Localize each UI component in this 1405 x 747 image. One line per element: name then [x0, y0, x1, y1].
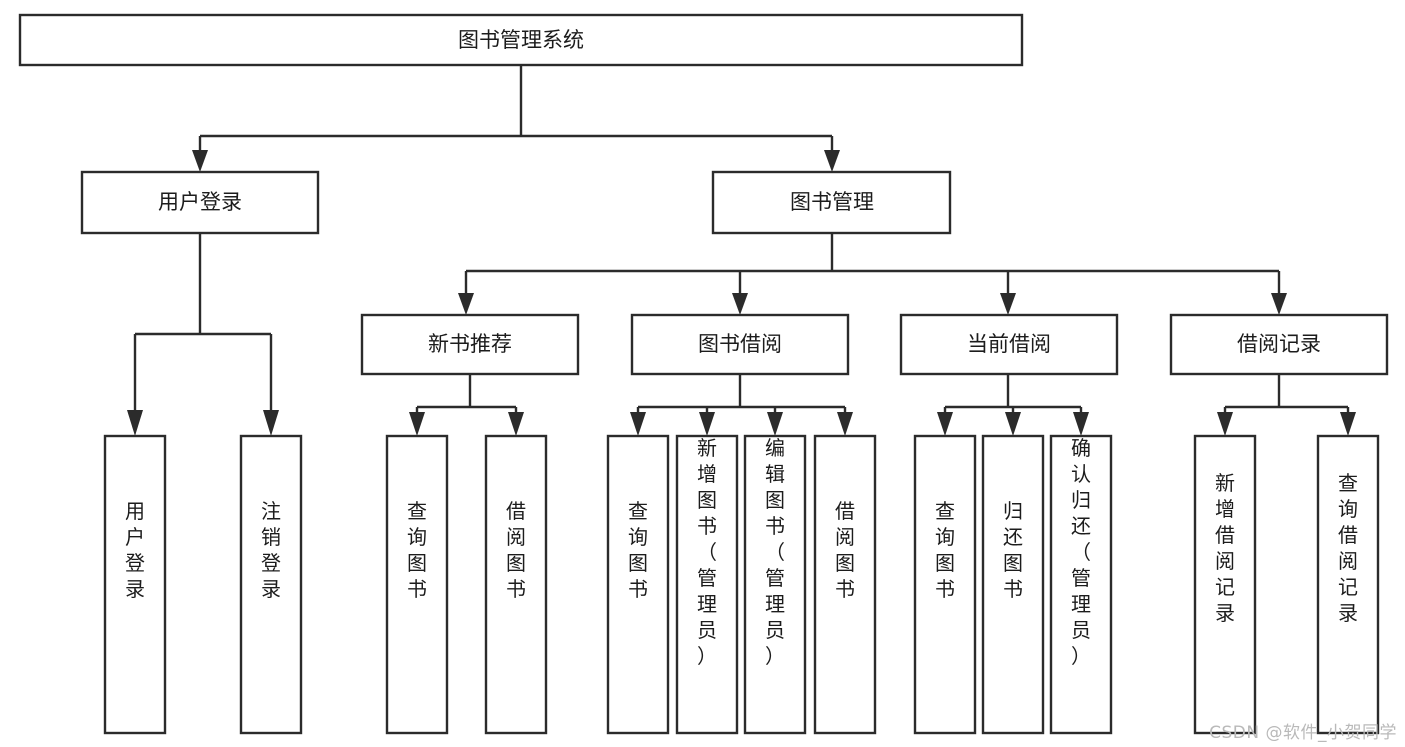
leaf-borrow-record-query[interactable]: 查询借阅记录: [1316, 434, 1380, 735]
leaf-new-book-query[interactable]: 查询图书: [385, 434, 449, 735]
leaf-book-borrow-add-label: 新增图书（管理员）: [697, 436, 717, 668]
leaf-current-borrow-query-label: 查询图书: [935, 499, 955, 601]
leaf-user-login-login[interactable]: 用户登录: [103, 434, 167, 735]
connector-borrowrecord-to-leaves: [1217, 374, 1356, 436]
leaf-book-borrow-borrow[interactable]: 借阅图书: [813, 434, 877, 735]
leaf-book-borrow-edit[interactable]: 编辑图书（管理员）: [743, 434, 807, 735]
leaf-current-borrow-return-label: 归还图书: [1003, 499, 1023, 601]
connector-bookmgmt-to-level3: [458, 233, 1287, 315]
node-borrow-record-label: 借阅记录: [1237, 332, 1321, 356]
node-borrow-record[interactable]: 借阅记录: [1169, 313, 1389, 376]
leaf-user-login-logout[interactable]: 注销登录: [239, 434, 303, 735]
leaf-book-borrow-borrow-label: 借阅图书: [835, 499, 855, 601]
node-root[interactable]: 图书管理系统: [18, 13, 1024, 67]
leaf-book-borrow-edit-label: 编辑图书（管理员）: [765, 436, 785, 668]
connector-bookborrow-to-leaves: [630, 374, 853, 436]
leaf-new-book-borrow-label: 借阅图书: [506, 499, 526, 601]
leaf-current-borrow-query[interactable]: 查询图书: [913, 434, 977, 735]
node-book-borrow[interactable]: 图书借阅: [630, 313, 850, 376]
leaf-book-borrow-query[interactable]: 查询图书: [606, 434, 670, 735]
leaf-current-borrow-confirm-label: 确认归还（管理员）: [1071, 436, 1091, 668]
leaf-new-book-borrow[interactable]: 借阅图书: [484, 434, 548, 735]
leaf-user-login-logout-label: 注销登录: [261, 499, 281, 601]
node-user-login-label: 用户登录: [158, 190, 242, 214]
leaf-current-borrow-confirm[interactable]: 确认归还（管理员）: [1049, 434, 1113, 735]
node-book-management-label: 图书管理: [790, 190, 874, 214]
node-root-label: 图书管理系统: [458, 28, 584, 52]
connector-root-to-level2: [192, 65, 840, 172]
node-book-borrow-label: 图书借阅: [698, 332, 782, 356]
leaf-book-borrow-query-label: 查询图书: [628, 499, 648, 601]
leaf-book-borrow-add[interactable]: 新增图书（管理员）: [675, 434, 739, 735]
leaf-current-borrow-return[interactable]: 归还图书: [981, 434, 1045, 735]
leaf-borrow-record-add[interactable]: 新增借阅记录: [1193, 434, 1257, 735]
node-book-management[interactable]: 图书管理: [711, 170, 952, 235]
node-new-book-recommend[interactable]: 新书推荐: [360, 313, 580, 376]
leaf-new-book-query-label: 查询图书: [407, 499, 427, 601]
leaf-user-login-login-label: 用户登录: [125, 499, 145, 601]
connector-newbook-to-leaves: [409, 374, 524, 436]
node-user-login[interactable]: 用户登录: [80, 170, 320, 235]
node-current-borrow-label: 当前借阅: [967, 332, 1051, 356]
connector-userlogin-to-leaves: [127, 233, 279, 436]
leaf-borrow-record-query-label: 查询借阅记录: [1338, 471, 1358, 625]
node-new-book-recommend-label: 新书推荐: [428, 332, 512, 356]
connector-currentborrow-to-leaves: [937, 374, 1089, 436]
leaf-borrow-record-add-label: 新增借阅记录: [1215, 471, 1235, 625]
node-current-borrow[interactable]: 当前借阅: [899, 313, 1119, 376]
